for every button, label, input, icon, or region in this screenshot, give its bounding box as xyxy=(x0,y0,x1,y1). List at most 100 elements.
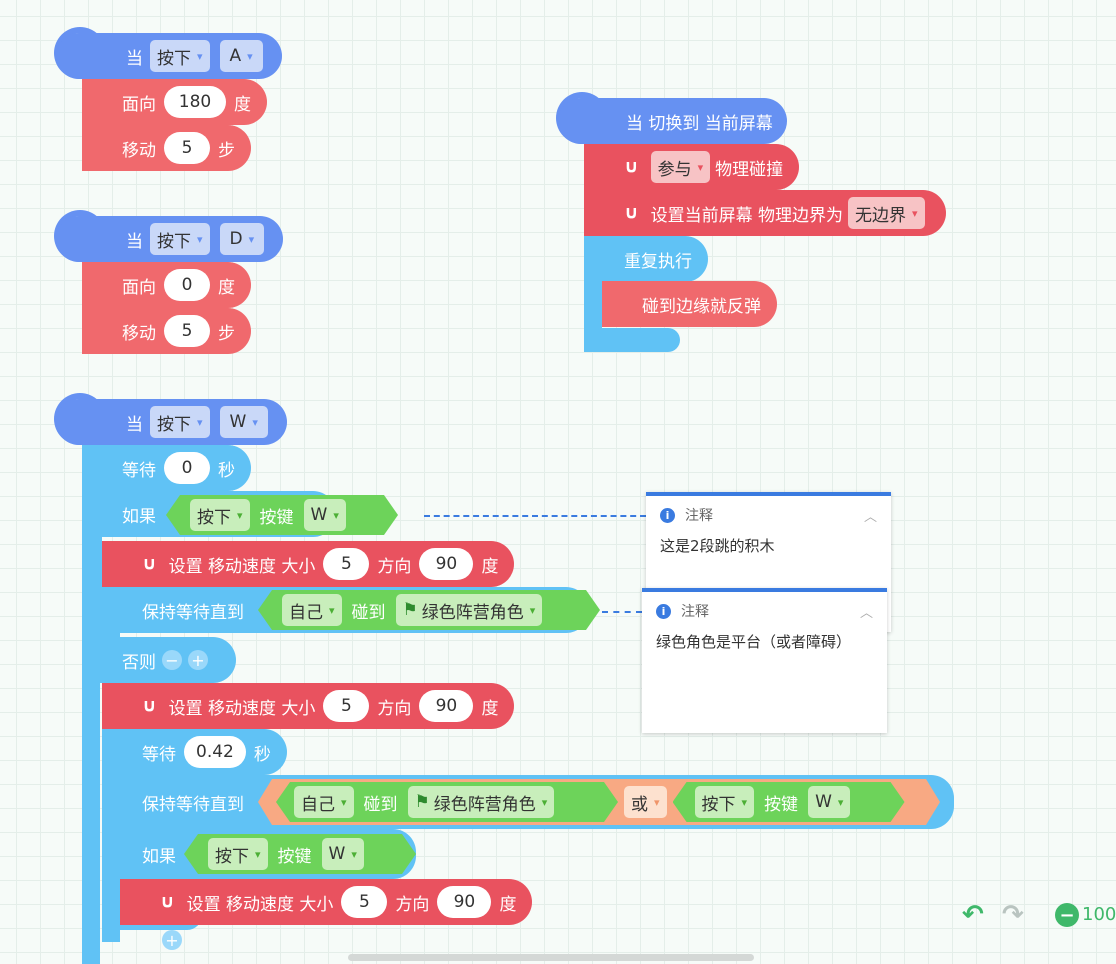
redo-icon[interactable]: ↷ xyxy=(1002,900,1024,930)
info-icon: i xyxy=(656,603,671,619)
key-w-dropdown[interactable]: W▾ xyxy=(322,838,364,870)
zoom-out-icon[interactable]: − xyxy=(1055,903,1079,927)
wait-value-input[interactable]: 0.42 xyxy=(184,736,246,768)
degree-label: 度 xyxy=(499,894,517,915)
key-label: 按键 xyxy=(259,507,294,528)
press-dropdown[interactable]: 按下▾ xyxy=(150,223,210,255)
when-switch-screen-hat[interactable]: 当 切换到 当前屏幕 xyxy=(558,98,787,144)
set-velocity-label: 设置 移动速度 大小 xyxy=(168,556,316,577)
wait-value-input[interactable]: 0 xyxy=(164,452,210,484)
key-a-dropdown[interactable]: A▾ xyxy=(219,40,263,72)
physics-collide-block[interactable]: ∩ 参与▾ 物理碰撞 xyxy=(584,144,800,190)
magnet-icon: ∩ xyxy=(142,553,157,575)
horizontal-scrollbar[interactable] xyxy=(348,954,754,961)
key-w-dropdown[interactable]: W▾ xyxy=(219,406,268,438)
magnet-icon: ∩ xyxy=(624,156,639,178)
key-w-dropdown[interactable]: W▾ xyxy=(808,786,850,818)
collapse-icon[interactable]: ︿ xyxy=(863,509,877,525)
remove-branch-button[interactable]: − xyxy=(162,650,182,670)
self-dropdown[interactable]: 自己▾ xyxy=(294,786,354,818)
set-velocity-block[interactable]: ∩ 设置 移动速度 大小 5 方向 90 度 xyxy=(120,879,533,925)
magnet-icon: ∩ xyxy=(142,695,157,717)
key-pressed-condition[interactable]: 按下▾ 按键 W▾ xyxy=(184,834,416,874)
velocity-direction-input[interactable]: 90 xyxy=(419,548,474,580)
face-value-input[interactable]: 0 xyxy=(164,269,210,301)
face-label: 面向 xyxy=(122,277,156,298)
touch-condition[interactable]: 自己▾ 碰到 ⚑绿色阵营角色▾ xyxy=(258,590,600,630)
press-dropdown[interactable]: 按下▾ xyxy=(150,406,210,438)
else-label: 否则 xyxy=(122,652,156,673)
when-key-w-hat[interactable]: 当 按下▾ W▾ xyxy=(56,399,287,445)
note-title: 注释 xyxy=(681,604,709,620)
note-text[interactable]: 这是2段跳的积木 xyxy=(660,537,775,555)
else-block[interactable]: 否则 − + xyxy=(82,637,236,683)
wait-label: 等待 xyxy=(122,460,156,481)
velocity-direction-input[interactable]: 90 xyxy=(437,886,492,918)
add-branch-button[interactable]: + xyxy=(188,650,208,670)
if-label: 如果 xyxy=(142,846,176,867)
set-velocity-block[interactable]: ∩ 设置 移动速度 大小 5 方向 90 度 xyxy=(102,541,515,587)
forever-block[interactable]: 重复执行 xyxy=(584,236,708,282)
undo-icon[interactable]: ↶ xyxy=(962,900,984,930)
when-key-a-hat[interactable]: 当 按下▾ A▾ xyxy=(56,33,282,79)
bounce-block[interactable]: 碰到边缘就反弹 xyxy=(602,281,777,327)
touch-condition[interactable]: 自己▾ 碰到 ⚑绿色阵营角色▾ xyxy=(276,782,618,822)
press-dropdown[interactable]: 按下▾ xyxy=(208,838,268,870)
zoom-level: 100 xyxy=(1082,904,1116,925)
move-value-input[interactable]: 5 xyxy=(164,315,210,347)
note-text[interactable]: 绿色角色是平台（或者障碍） xyxy=(656,633,852,651)
comment-note[interactable]: i 注释 ︿ 绿色角色是平台（或者障碍） xyxy=(642,588,887,733)
direction-label: 方向 xyxy=(377,556,412,577)
or-condition[interactable]: 自己▾ 碰到 ⚑绿色阵营角色▾ 或▾ 按下▾ 按键 W▾ xyxy=(258,779,940,825)
move-steps-block[interactable]: 移动 5 步 xyxy=(82,125,251,171)
self-dropdown[interactable]: 自己▾ xyxy=(282,594,342,626)
key-pressed-condition[interactable]: 按下▾ 按键 W▾ xyxy=(166,495,398,535)
key-label: 按键 xyxy=(764,794,799,815)
info-icon: i xyxy=(660,507,675,523)
key-d-dropdown[interactable]: D▾ xyxy=(219,223,265,255)
step-label: 步 xyxy=(218,140,235,161)
touch-label: 碰到 xyxy=(363,794,398,815)
velocity-direction-input[interactable]: 90 xyxy=(419,690,474,722)
set-velocity-block[interactable]: ∩ 设置 移动速度 大小 5 方向 90 度 xyxy=(102,683,515,729)
face-value-input[interactable]: 180 xyxy=(164,86,226,118)
key-w-dropdown[interactable]: W▾ xyxy=(304,499,346,531)
add-branch-button[interactable]: + xyxy=(162,930,182,950)
key-pressed-condition[interactable]: 按下▾ 按键 W▾ xyxy=(673,782,905,822)
or-dropdown[interactable]: 或▾ xyxy=(624,786,667,818)
magnet-icon: ∩ xyxy=(160,891,175,913)
green-role-dropdown[interactable]: ⚑绿色阵营角色▾ xyxy=(396,594,543,626)
forever-label: 重复执行 xyxy=(624,251,692,272)
when-key-d-hat[interactable]: 当 按下▾ D▾ xyxy=(56,216,284,262)
face-direction-block[interactable]: 面向 180 度 xyxy=(82,79,267,125)
note-title: 注释 xyxy=(685,508,713,524)
move-steps-block[interactable]: 移动 5 步 xyxy=(82,308,251,354)
velocity-size-input[interactable]: 5 xyxy=(323,548,370,580)
degree-label: 度 xyxy=(481,556,499,577)
participate-dropdown[interactable]: 参与▾ xyxy=(650,151,711,183)
note-connector xyxy=(424,515,646,517)
collapse-icon[interactable]: ︿ xyxy=(859,605,873,621)
set-border-block[interactable]: ∩ 设置当前屏幕 物理边界为 无边界▾ xyxy=(584,190,946,236)
move-value-input[interactable]: 5 xyxy=(164,132,210,164)
face-label: 面向 xyxy=(122,94,156,115)
green-role-dropdown[interactable]: ⚑绿色阵营角色▾ xyxy=(408,786,555,818)
set-border-label: 设置当前屏幕 物理边界为 xyxy=(650,205,844,226)
move-label: 移动 xyxy=(122,140,156,161)
velocity-size-input[interactable]: 5 xyxy=(323,690,370,722)
press-dropdown[interactable]: 按下▾ xyxy=(150,40,210,72)
wait-block[interactable]: 等待 0 秒 xyxy=(82,445,251,491)
border-dropdown[interactable]: 无边界▾ xyxy=(848,197,925,229)
face-direction-block[interactable]: 面向 0 度 xyxy=(82,262,251,308)
wait-until-label: 保持等待直到 xyxy=(142,794,244,815)
note-connector xyxy=(602,611,642,613)
velocity-size-input[interactable]: 5 xyxy=(341,886,388,918)
press-dropdown[interactable]: 按下▾ xyxy=(695,786,755,818)
press-dropdown[interactable]: 按下▾ xyxy=(190,499,250,531)
flag-icon: ⚑ xyxy=(414,792,430,812)
if-label: 如果 xyxy=(122,506,156,527)
seconds-label: 秒 xyxy=(253,744,271,765)
wait-block[interactable]: 等待 0.42 秒 xyxy=(102,729,287,775)
flag-icon: ⚑ xyxy=(402,600,418,620)
when-label: 当 xyxy=(126,414,143,435)
